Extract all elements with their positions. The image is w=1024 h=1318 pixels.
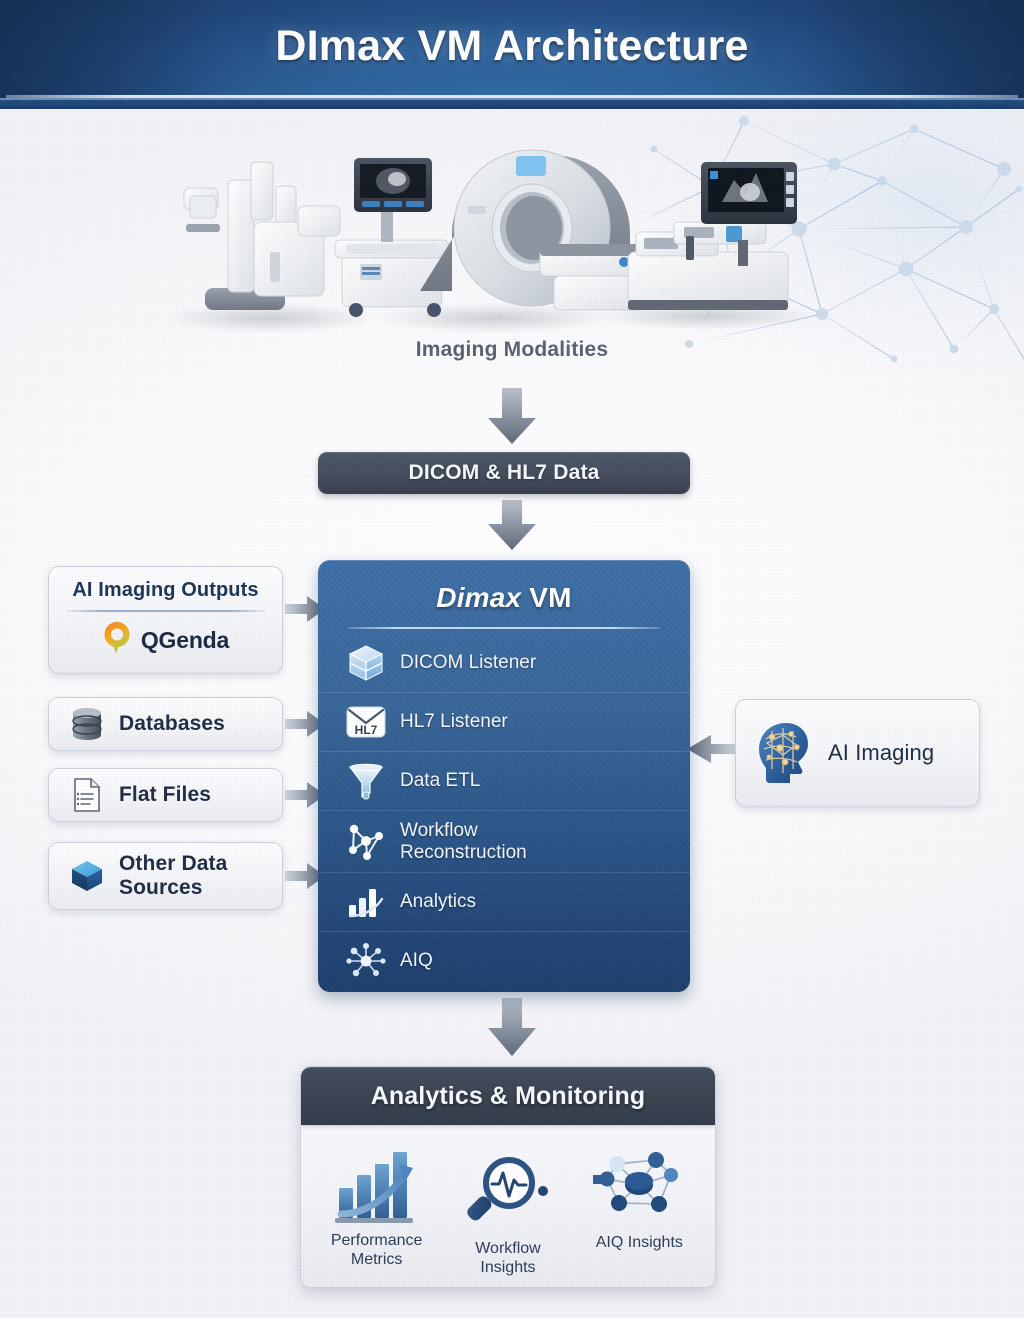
analytics-item-label: Workflow Insights	[475, 1240, 541, 1277]
ai-imaging-outputs-title: AI Imaging Outputs	[72, 579, 259, 601]
vm-box-title: Dimax VM	[318, 560, 690, 614]
card-label: Other Data Sources	[119, 852, 228, 899]
vm-item-label: Data ETL	[400, 770, 481, 792]
analytics-item-label: Performance Metrics	[330, 1232, 423, 1269]
analytics-item-aiq-insights[interactable]: AIQ Insights	[576, 1141, 702, 1252]
analytics-item-performance-metrics[interactable]: Performance Metrics	[314, 1139, 440, 1269]
database-icon	[65, 702, 109, 746]
bar-chart-icon	[344, 881, 388, 923]
imaging-modalities-label: Imaging Modalities	[415, 338, 609, 361]
header-lower-band	[0, 98, 1024, 109]
vm-title-italic: Dimax	[436, 582, 522, 613]
card-label: Databases	[119, 712, 225, 736]
vm-item-workflow-reconstruction[interactable]: Workflow Reconstruction	[318, 810, 690, 872]
vm-component-list: DICOM Listener HL7 HL7 Listener	[318, 633, 690, 990]
card-label: Flat Files	[119, 783, 212, 807]
magnifier-pulse-icon	[445, 1147, 571, 1239]
analytics-monitoring-header: Analytics & Monitoring	[301, 1067, 715, 1125]
envelope-hl7-icon: HL7	[344, 701, 388, 743]
imaging-modalities-illustration	[150, 140, 810, 335]
card-other-data-sources[interactable]: Other Data Sources	[48, 842, 283, 910]
page-title: DImax VM Architecture	[275, 22, 749, 70]
document-icon	[65, 773, 109, 817]
arrow-ai-imaging-to-vm-icon	[687, 735, 739, 763]
growth-bar-chart-icon	[314, 1139, 440, 1231]
analytics-monitoring-title: Analytics & Monitoring	[370, 1081, 646, 1110]
vm-item-label: AIQ	[400, 950, 433, 972]
vm-item-label: DICOM Listener	[400, 651, 537, 673]
funnel-icon	[344, 760, 388, 802]
dimax-vm-box: Dimax VM	[318, 560, 690, 992]
qgenda-logo-icon	[102, 621, 132, 660]
card-flat-files[interactable]: Flat Files	[48, 768, 283, 822]
ai-imaging-outputs-divider	[65, 610, 266, 612]
vm-item-label: Analytics	[400, 891, 477, 913]
header-accent-rule	[6, 95, 1018, 98]
analytics-item-workflow-insights[interactable]: Workflow Insights	[445, 1147, 571, 1277]
arrow-vm-to-analytics-icon	[488, 998, 536, 1056]
brain-head-icon	[750, 717, 822, 789]
arrow-flat-files-to-vm-icon	[285, 782, 325, 808]
blue-cube-icon	[65, 854, 109, 898]
cube-icon	[344, 642, 388, 684]
analytics-monitoring-items: Performance Metrics	[301, 1125, 715, 1277]
network-nodes-icon	[344, 821, 388, 863]
arrow-databases-to-vm-icon	[285, 711, 325, 737]
vm-item-label: Workflow Reconstruction	[400, 820, 527, 863]
arrow-other-sources-to-vm-icon	[285, 863, 325, 889]
header-band-highlight	[0, 98, 1024, 100]
header-vignette	[0, 0, 1024, 98]
dicom-hl7-data-label: DICOM & HL7 Data	[408, 461, 600, 484]
svg-text:HL7: HL7	[355, 723, 378, 737]
vm-item-label: HL7 Listener	[400, 711, 508, 733]
vm-title-divider	[348, 627, 660, 629]
vm-item-hl7-listener[interactable]: HL7 HL7 Listener	[318, 692, 690, 751]
hub-star-icon	[344, 940, 388, 982]
card-ai-imaging-outputs[interactable]: AI Imaging Outputs QGenda	[48, 566, 283, 674]
dicom-hl7-data-bar: DICOM & HL7 Data	[318, 452, 690, 494]
analytics-monitoring-panel: Analytics & Monitoring	[300, 1066, 716, 1288]
card-databases[interactable]: Databases	[48, 697, 283, 751]
ai-imaging-label: AI Imaging	[828, 740, 935, 766]
card-ai-imaging[interactable]: AI Imaging	[735, 699, 980, 807]
vm-item-aiq[interactable]: AIQ	[318, 931, 690, 990]
vm-item-data-etl[interactable]: Data ETL	[318, 751, 690, 810]
vm-item-dicom-listener[interactable]: DICOM Listener	[318, 633, 690, 692]
qgenda-row[interactable]: QGenda	[49, 621, 282, 660]
page-header: DImax VM Architecture	[0, 0, 1024, 98]
arrow-ai-outputs-to-vm-icon	[285, 596, 325, 622]
analytics-item-label: AIQ Insights	[595, 1234, 683, 1251]
network-graph-icon	[576, 1141, 702, 1233]
arrow-modalities-to-data-bar-icon	[488, 388, 536, 444]
arrow-data-bar-to-vm-icon	[488, 500, 536, 550]
vm-item-analytics[interactable]: Analytics	[318, 872, 690, 931]
vm-title-rest: VM	[521, 582, 572, 613]
qgenda-label: QGenda	[140, 627, 230, 653]
